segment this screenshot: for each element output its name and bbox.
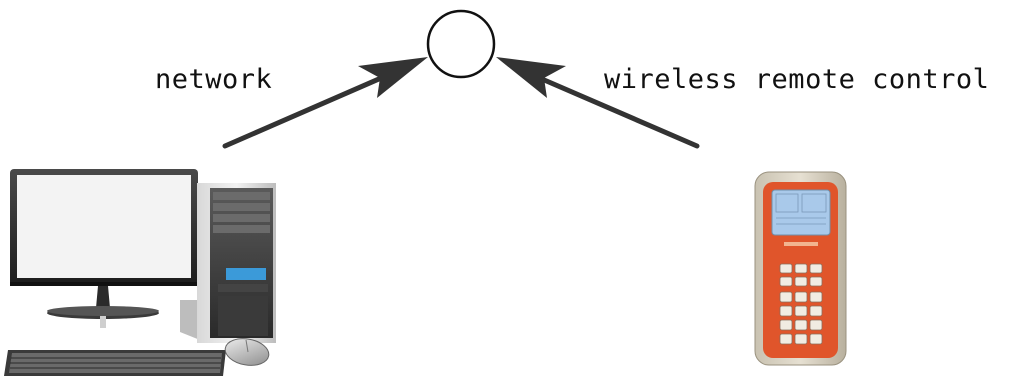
handheld-remote-icon [754,171,847,366]
monitor-screen [17,175,191,278]
desktop-computer-icon [4,169,276,376]
network-arrow [222,57,428,149]
keyboard [4,350,226,376]
network-label: network [155,64,273,95]
tower-display [226,268,266,280]
wireless-remote-control-label: wireless remote control [604,64,990,95]
computer-tower [180,183,276,343]
central-node [426,9,496,79]
wireless-arrow [496,57,700,149]
mouse [224,338,270,366]
remote-screen [771,189,831,236]
